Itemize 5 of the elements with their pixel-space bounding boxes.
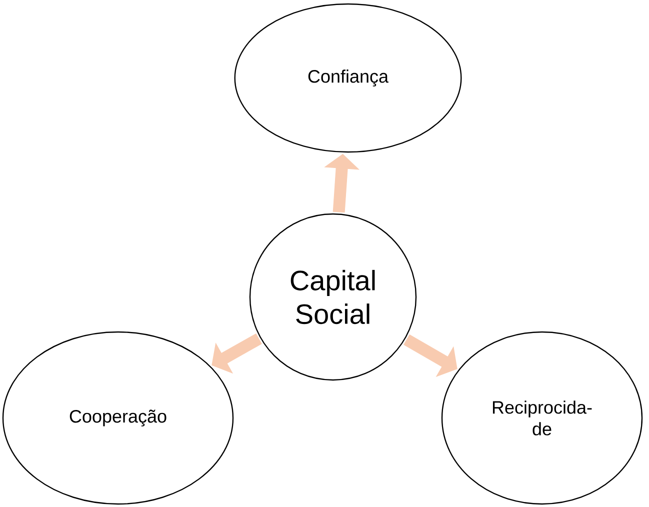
circle-node: Capital Social xyxy=(249,213,417,381)
ellipse-node: Cooperação xyxy=(2,331,234,505)
ellipse-node: Reciprocida- de xyxy=(441,331,643,505)
block-arrow xyxy=(212,333,262,374)
ellipse-node: Confiança xyxy=(234,3,462,153)
